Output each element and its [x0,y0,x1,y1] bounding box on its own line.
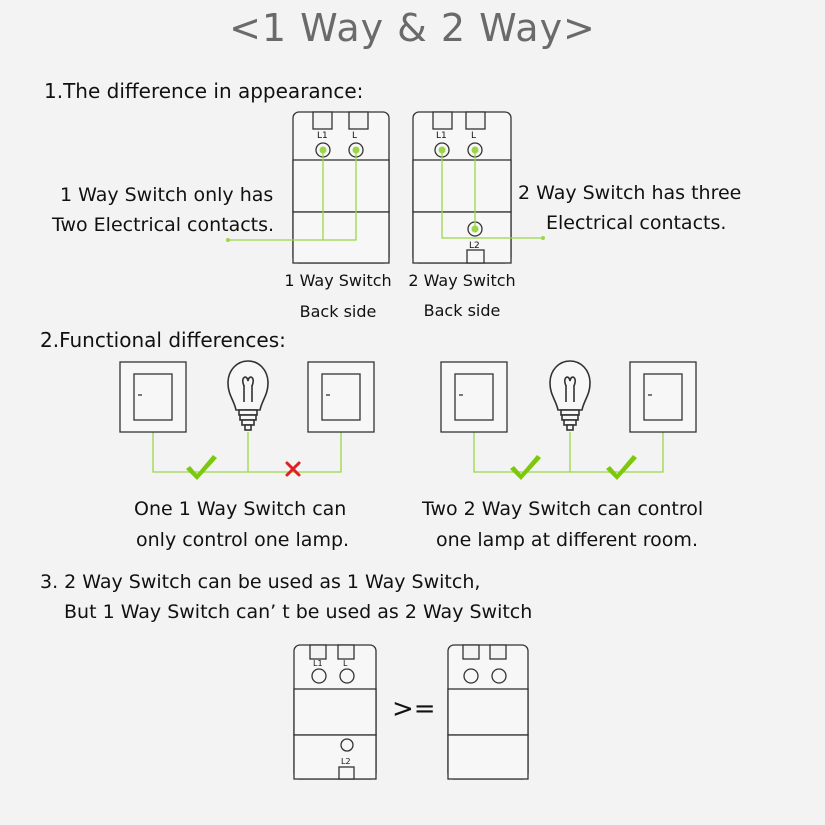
right-check-icon-2 [606,455,637,480]
right-note-line1: 2 Way Switch has three [518,182,742,204]
switch1-caption-line2: Back side [299,302,377,321]
left-circuit-wires [152,432,342,473]
right-circuit-wires [473,432,664,473]
right-switch-a [440,361,508,433]
section3-line2: But 1 Way Switch can’ t be used as 2 Way… [64,601,533,623]
switch2-caption-line1: 2 Way Switch [408,271,516,290]
left-caption-line2: only control one lamp. [136,529,350,551]
one-way-wires [226,150,357,242]
right-note-line2: Electrical contacts. [546,212,727,234]
section2-heading: 2.Functional differences: [40,328,286,352]
terminal-label-l2: L2 [469,241,480,251]
one-way-terminal-labels: L1 L [317,131,357,141]
terminal-label-l1: L1 [317,131,328,141]
terminal-label-l: L [471,131,476,141]
one-way-switch-compare [447,644,529,780]
section1-heading: 1.The difference in appearance: [44,79,364,103]
left-cross-icon [285,461,301,477]
page-title: <1 Way & 2 Way> [229,6,596,50]
left-switch-b [307,361,375,433]
section3-line1: 3. 2 Way Switch can be used as 1 Way Swi… [40,571,481,593]
right-bulb-icon [549,360,591,431]
left-check-icon [186,455,217,480]
left-switch-a [119,361,187,433]
left-bulb-icon [227,360,269,431]
two-way-terminal-labels: L1 L L2 [436,131,480,251]
switch1-caption-line1: 1 Way Switch [284,271,392,290]
right-switch-b [629,361,697,433]
compare-label-l1: L1 [313,659,323,668]
right-caption-line2: one lamp at different room. [436,529,698,551]
right-check-icon-1 [510,455,541,480]
left-note-line2: Two Electrical contacts. [52,214,275,236]
two-way-wires [441,150,545,240]
compare-label-l: L [343,659,348,668]
compare-label-l2: L2 [341,757,351,766]
right-caption-line1: Two 2 Way Switch can control [422,498,704,520]
compare-symbol: >= [392,694,436,724]
switch2-caption-line2: Back side [423,301,501,320]
terminal-label-l: L [352,131,357,141]
two-way-switch-back [412,111,512,264]
left-caption-line1: One 1 Way Switch can [134,498,347,520]
left-note-line1: 1 Way Switch only has [60,184,274,206]
one-way-switch-back [292,111,390,264]
two-way-switch-compare [293,644,377,780]
terminal-label-l1: L1 [436,131,447,141]
